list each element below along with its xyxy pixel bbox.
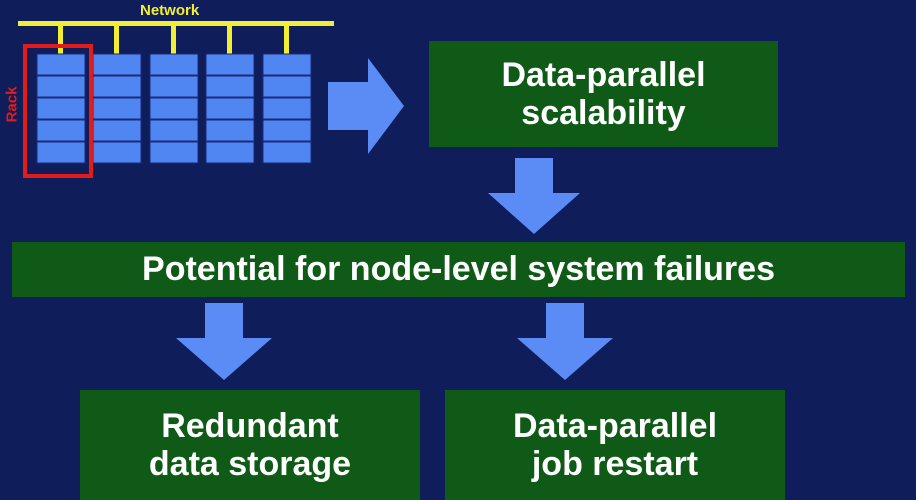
arrow-right bbox=[328, 58, 404, 154]
box-redundant-line1: Redundant bbox=[161, 406, 339, 445]
rack-label: Rack bbox=[3, 86, 21, 123]
box-restart-line1: Data-parallel bbox=[512, 406, 718, 445]
arrow-down-3 bbox=[517, 303, 613, 380]
network-drop bbox=[114, 26, 119, 54]
rack-column bbox=[205, 53, 255, 164]
arrow-down-2 bbox=[176, 303, 272, 380]
rack-column bbox=[92, 53, 142, 164]
box-restart-line2: job restart bbox=[531, 445, 699, 483]
box-failures-text: Potential for node-level system failures bbox=[142, 250, 775, 289]
box-restart: Data-parallel job restart bbox=[445, 390, 785, 500]
network-bus bbox=[18, 21, 334, 26]
network-drop bbox=[58, 26, 63, 54]
rack-column bbox=[149, 53, 199, 164]
box-scalability: Data-parallel scalability bbox=[429, 41, 778, 147]
box-scalability-line2: scalability bbox=[521, 94, 686, 132]
box-redundant-line2: data storage bbox=[148, 445, 352, 483]
box-failures: Potential for node-level system failures bbox=[12, 242, 905, 297]
rack-column bbox=[36, 53, 86, 164]
network-drop bbox=[227, 26, 232, 54]
rack-highlight bbox=[23, 44, 93, 178]
box-redundant: Redundant data storage bbox=[80, 390, 420, 500]
network-drop bbox=[171, 26, 176, 54]
arrow-down-1 bbox=[488, 158, 580, 234]
network-label: Network bbox=[140, 2, 200, 19]
rack-column bbox=[262, 53, 312, 164]
network-drop bbox=[284, 26, 289, 54]
box-scalability-line1: Data-parallel bbox=[501, 55, 706, 94]
